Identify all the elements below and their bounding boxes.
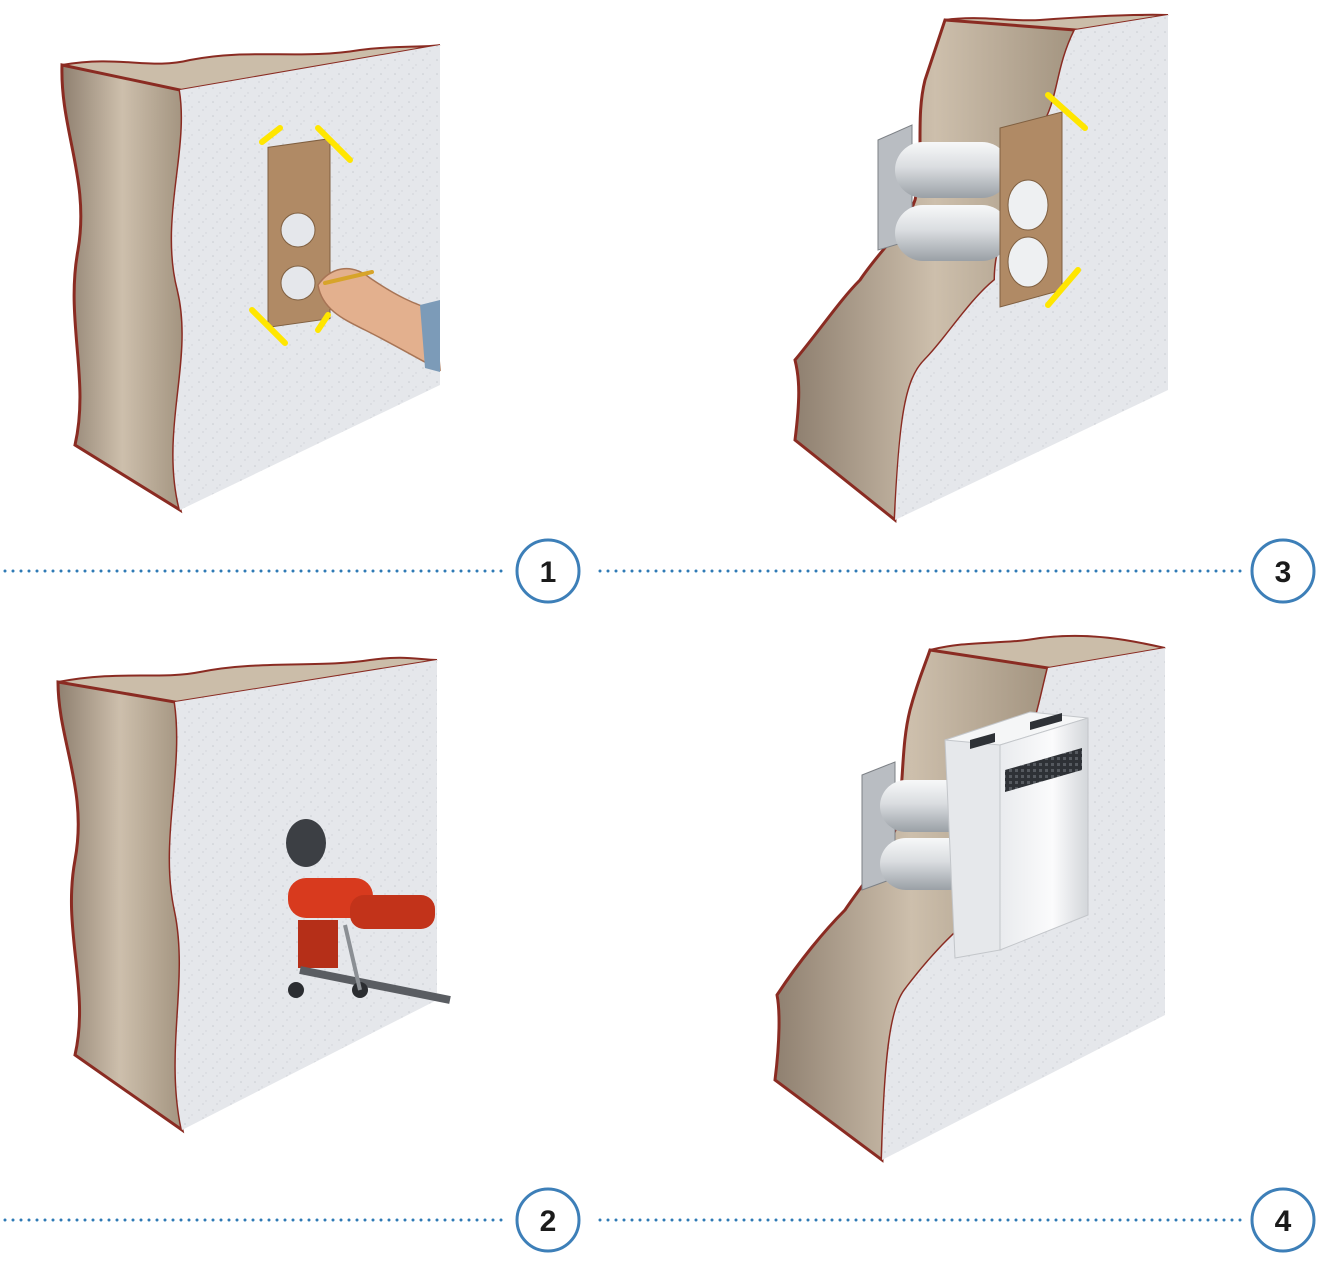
step-badge-1: 1: [515, 538, 581, 604]
step-number: 1: [540, 556, 557, 589]
marker-mark: [1045, 267, 1081, 308]
sleeve-icon: [420, 300, 440, 372]
step-badge-2: 2: [515, 1187, 581, 1253]
marker-mark: [315, 125, 353, 163]
wall-top-cut: [929, 634, 1166, 670]
core-drill-icon: [288, 878, 451, 1004]
step-badge-4: 4: [1250, 1187, 1316, 1253]
step-3-illustration: [793, 13, 1169, 524]
template-hole-top: [1007, 179, 1049, 231]
marker-mark: [249, 307, 288, 346]
step-4-illustration: [773, 634, 1166, 1163]
wall-top-cut: [944, 13, 1169, 32]
step-number: 4: [1275, 1205, 1292, 1238]
step-number: 3: [1275, 556, 1292, 589]
marker-mark: [1045, 92, 1088, 131]
drilled-hole: [286, 819, 326, 867]
wall-side-cut: [60, 63, 185, 514]
template-hole-bottom: [280, 265, 316, 301]
step-2-illustration: [56, 656, 451, 1134]
duct-pipe-top: [895, 142, 1010, 198]
step-badge-3: 3: [1250, 538, 1316, 604]
ventilation-unit-icon: [944, 711, 1089, 959]
wall-top-cut: [57, 656, 438, 704]
template-hole-bottom: [1007, 236, 1049, 288]
duct-pipe-bottom: [895, 205, 1010, 261]
wall-top-cut: [61, 44, 441, 92]
wall-side-cut: [56, 680, 185, 1134]
step-number: 2: [540, 1205, 557, 1238]
marker-mark: [259, 125, 283, 145]
marker-mark: [315, 312, 331, 333]
step-1-illustration: [60, 44, 441, 514]
pencil-icon: [323, 270, 374, 285]
template-hole-top: [280, 212, 316, 248]
